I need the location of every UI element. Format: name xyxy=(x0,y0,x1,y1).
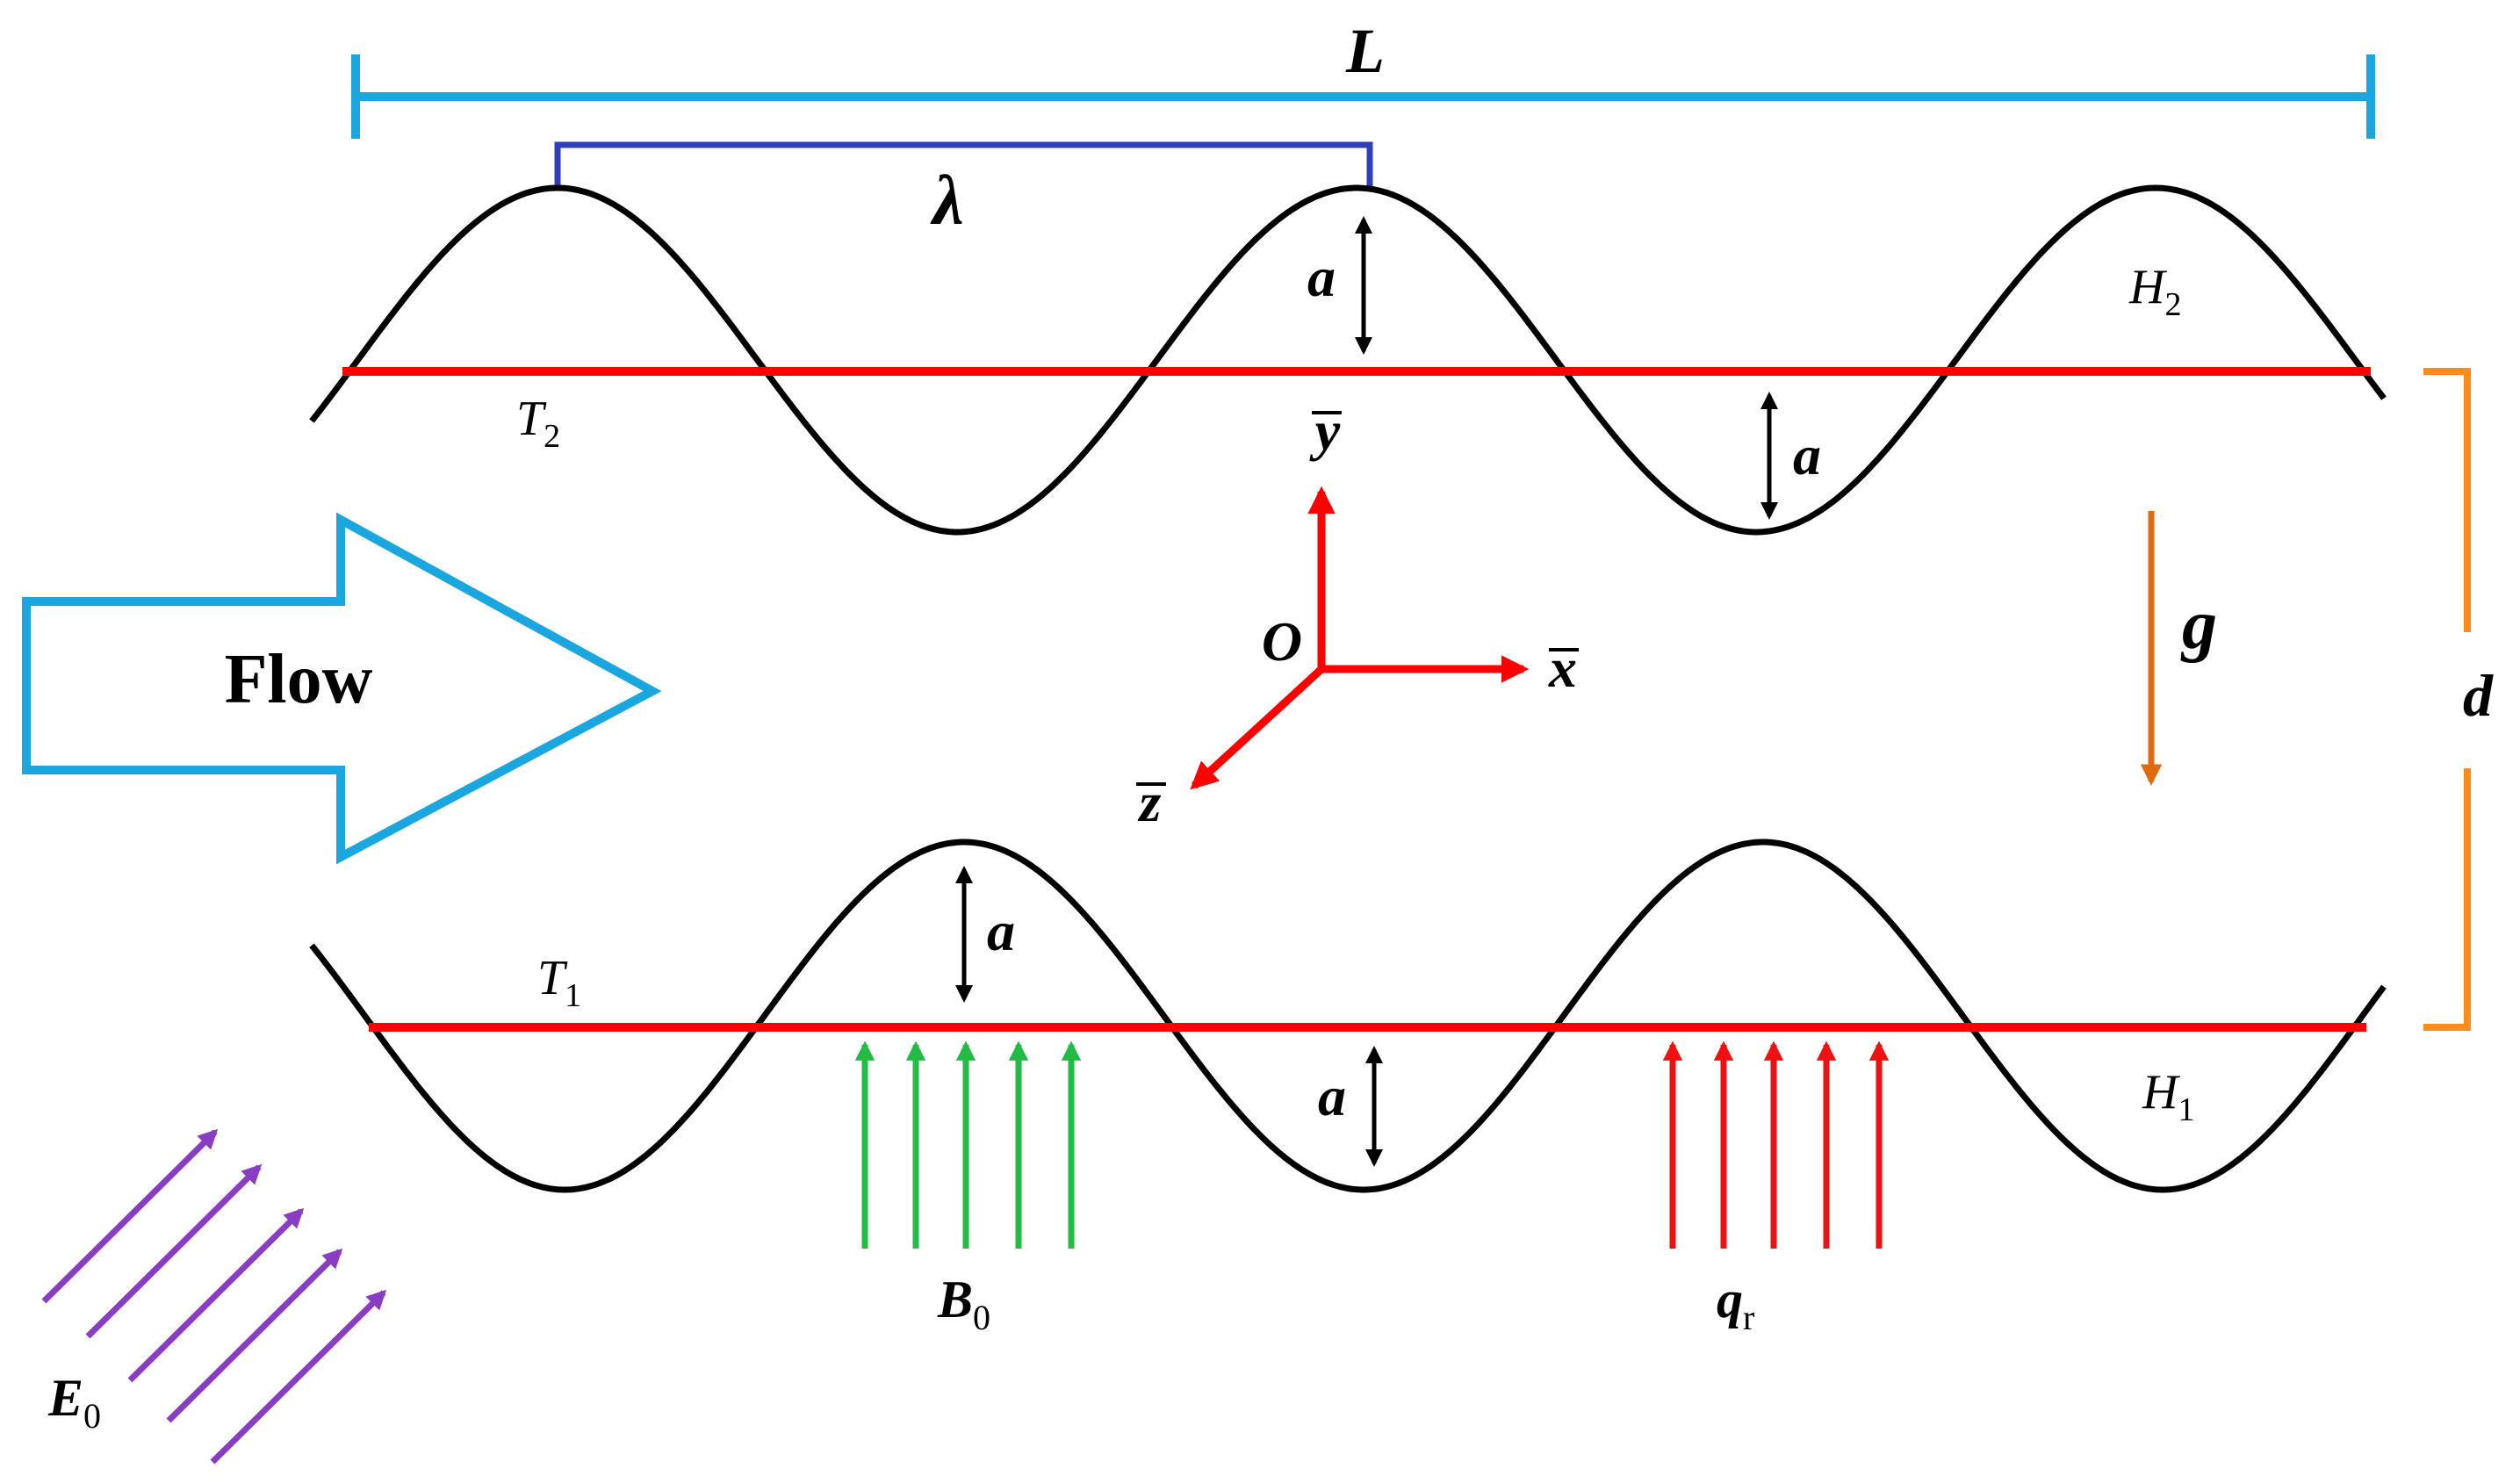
flow-label: Flow xyxy=(225,641,373,718)
electric-field-arrow-2 xyxy=(85,1163,263,1339)
upper-wall-curve xyxy=(309,184,2387,536)
radiation-label: qr xyxy=(1717,1271,1754,1337)
lower-wall-curve xyxy=(309,839,2387,1193)
electric-field-arrow-5 xyxy=(210,1289,387,1465)
amplitude-label-lower-crest: a xyxy=(987,900,1015,962)
amplitude-label-lower-trough: a xyxy=(1318,1065,1346,1127)
axis-y-label: y xyxy=(1309,400,1341,462)
wavelength-bracket xyxy=(554,141,1373,186)
magnetic-field-arrows xyxy=(854,1040,1082,1249)
width-bracket xyxy=(2423,368,2471,1031)
wavelength-label: λ xyxy=(930,162,964,240)
lower-temperature-label: T1 xyxy=(537,951,581,1014)
upper-wall-label: H2 xyxy=(2128,260,2181,323)
upper-temperature-label: T2 xyxy=(516,392,560,455)
lower-wall-label: H1 xyxy=(2142,1065,2194,1128)
amplitude-label-upper-trough: a xyxy=(1793,424,1821,486)
amplitude-label-upper-crest: a xyxy=(1307,246,1336,308)
radiation-arrows xyxy=(1662,1040,1890,1249)
coordinate-axes xyxy=(1190,486,1530,790)
gravity-label: g xyxy=(2180,587,2217,664)
length-bar xyxy=(351,54,2375,139)
electric-field-label: E0 xyxy=(47,1369,101,1436)
electric-field-arrows xyxy=(41,1128,387,1465)
length-label: L xyxy=(1345,16,1385,86)
axis-x-label: x xyxy=(1548,637,1577,699)
magnetic-field-label: B0 xyxy=(937,1271,990,1337)
electric-field-arrow-4 xyxy=(166,1248,343,1423)
width-label: d xyxy=(2463,662,2494,729)
electric-field-arrow-1 xyxy=(41,1128,219,1304)
origin-label: O xyxy=(1262,610,1302,673)
flow-arrow xyxy=(22,512,662,865)
electric-field-arrow-3 xyxy=(127,1207,305,1383)
axis-z-label: z xyxy=(1138,771,1162,833)
